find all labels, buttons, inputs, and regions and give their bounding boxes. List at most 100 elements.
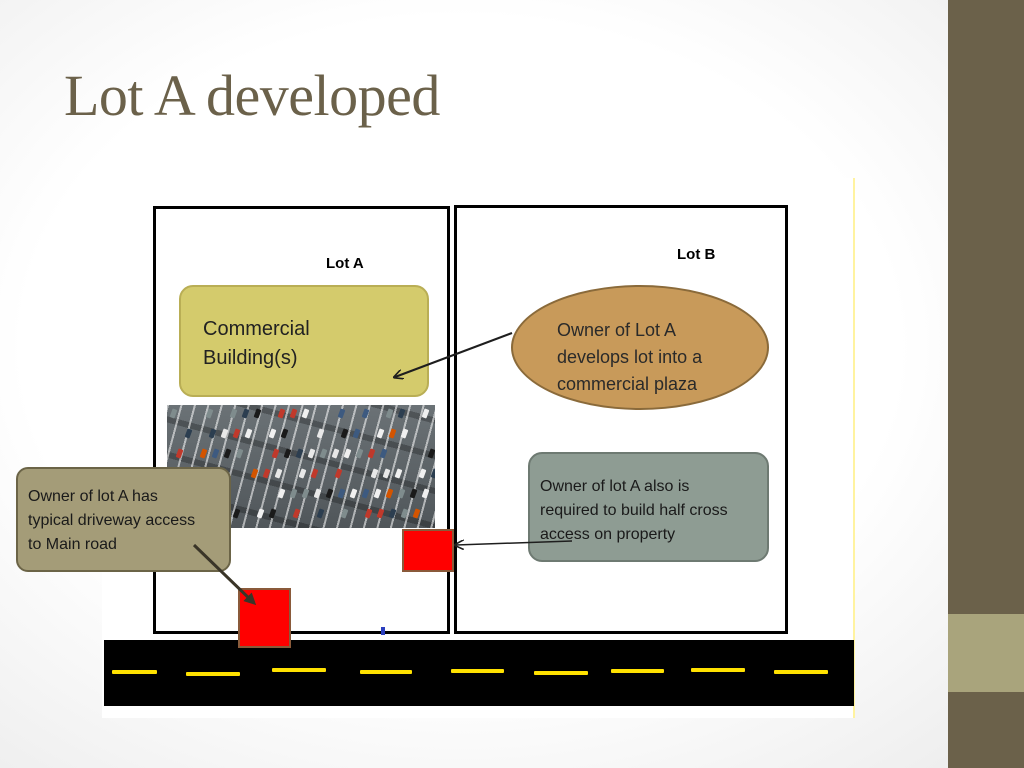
parked-car [364,508,373,519]
driveway-marker [238,588,291,648]
parked-car [394,468,403,479]
parked-car [229,408,238,419]
parked-car [385,408,394,419]
small-marker [381,627,385,635]
parked-car [430,468,435,479]
parked-car [235,448,244,459]
parked-car [340,428,349,439]
parked-car [298,468,307,479]
parked-car [361,408,370,419]
driveway-note: Owner of lot A has typical driveway acce… [16,467,231,572]
parked-car [268,508,277,519]
commercial-line-2: Building(s) [203,347,298,369]
parked-car [421,408,430,419]
commercial-line-1: Commercial [203,318,310,340]
parked-car [349,488,358,499]
parked-car [337,488,346,499]
lane-dash [112,670,157,674]
parked-car [337,408,346,419]
parked-car [205,408,214,419]
parked-car [388,508,397,519]
parked-car [412,508,421,519]
parked-car [316,428,325,439]
parked-car [289,488,298,499]
parked-car [319,448,328,459]
cross-access-line-3: access on property [540,526,676,543]
cross-access-line-2: required to build half cross [540,502,728,519]
parked-car [295,448,304,459]
owner-develops-oval: Owner of Lot A develops lot into a comme… [511,285,769,410]
parked-car [256,508,265,519]
parked-car [199,448,208,459]
parked-car [373,488,382,499]
parked-car [427,448,435,459]
lane-dash [774,670,828,674]
parked-car [241,408,250,419]
parked-car [382,468,391,479]
parked-car [343,448,352,459]
parked-car [334,468,343,479]
lane-dash [451,669,504,673]
lot-b-label: Lot B [677,246,716,263]
cross-access-marker [402,529,454,572]
parked-car [169,408,178,419]
parked-car [376,428,385,439]
parked-car [184,428,193,439]
parked-car [316,508,325,519]
lane-dash [611,669,664,673]
parked-car [262,468,271,479]
parked-car [271,448,280,459]
sidebar-accent [948,614,1024,692]
parked-car [361,488,370,499]
parked-car [421,488,430,499]
parked-car [367,448,376,459]
parked-car [244,428,253,439]
slide-title: Lot A developed [64,63,440,128]
cross-access-line-1: Owner of lot A also is [540,478,690,495]
parked-car [232,508,241,519]
cross-access-note: Owner of lot A also is required to build… [528,452,769,562]
parked-car [376,508,385,519]
lane-dash [691,668,745,672]
lane-dash [272,668,326,672]
parked-car [397,488,406,499]
parked-car [277,408,286,419]
parked-car [268,428,277,439]
parked-car [340,508,349,519]
lot-b-boundary [454,205,788,634]
lane-dash [360,670,412,674]
diagram-edge [853,178,855,718]
main-road [104,640,854,706]
parked-car [301,408,310,419]
oval-line-1: Owner of Lot A [557,320,677,340]
parked-car [211,448,220,459]
parked-car [331,448,340,459]
parked-car [253,408,262,419]
driveway-line-3: to Main road [28,536,117,553]
driveway-line-1: Owner of lot A has [28,488,158,505]
parked-car [208,428,217,439]
parked-car [310,468,319,479]
parked-car [400,508,409,519]
parked-car [388,428,397,439]
parked-car [352,428,361,439]
parked-car [355,448,364,459]
parked-car [307,448,316,459]
parked-car [289,408,298,419]
parked-car [385,488,394,499]
parked-car [175,448,184,459]
lane-dash [186,672,240,676]
parked-car [220,428,229,439]
parked-car [313,488,322,499]
parked-car [250,468,259,479]
oval-line-2: develops lot into a [557,347,703,367]
parked-car [274,468,283,479]
lot-a-label: Lot A [326,255,364,272]
parked-car [277,488,286,499]
parked-car [370,468,379,479]
parked-car [400,428,409,439]
parked-car [223,448,232,459]
oval-line-3: commercial plaza [557,374,698,394]
parked-car [301,488,310,499]
parked-car [292,508,301,519]
